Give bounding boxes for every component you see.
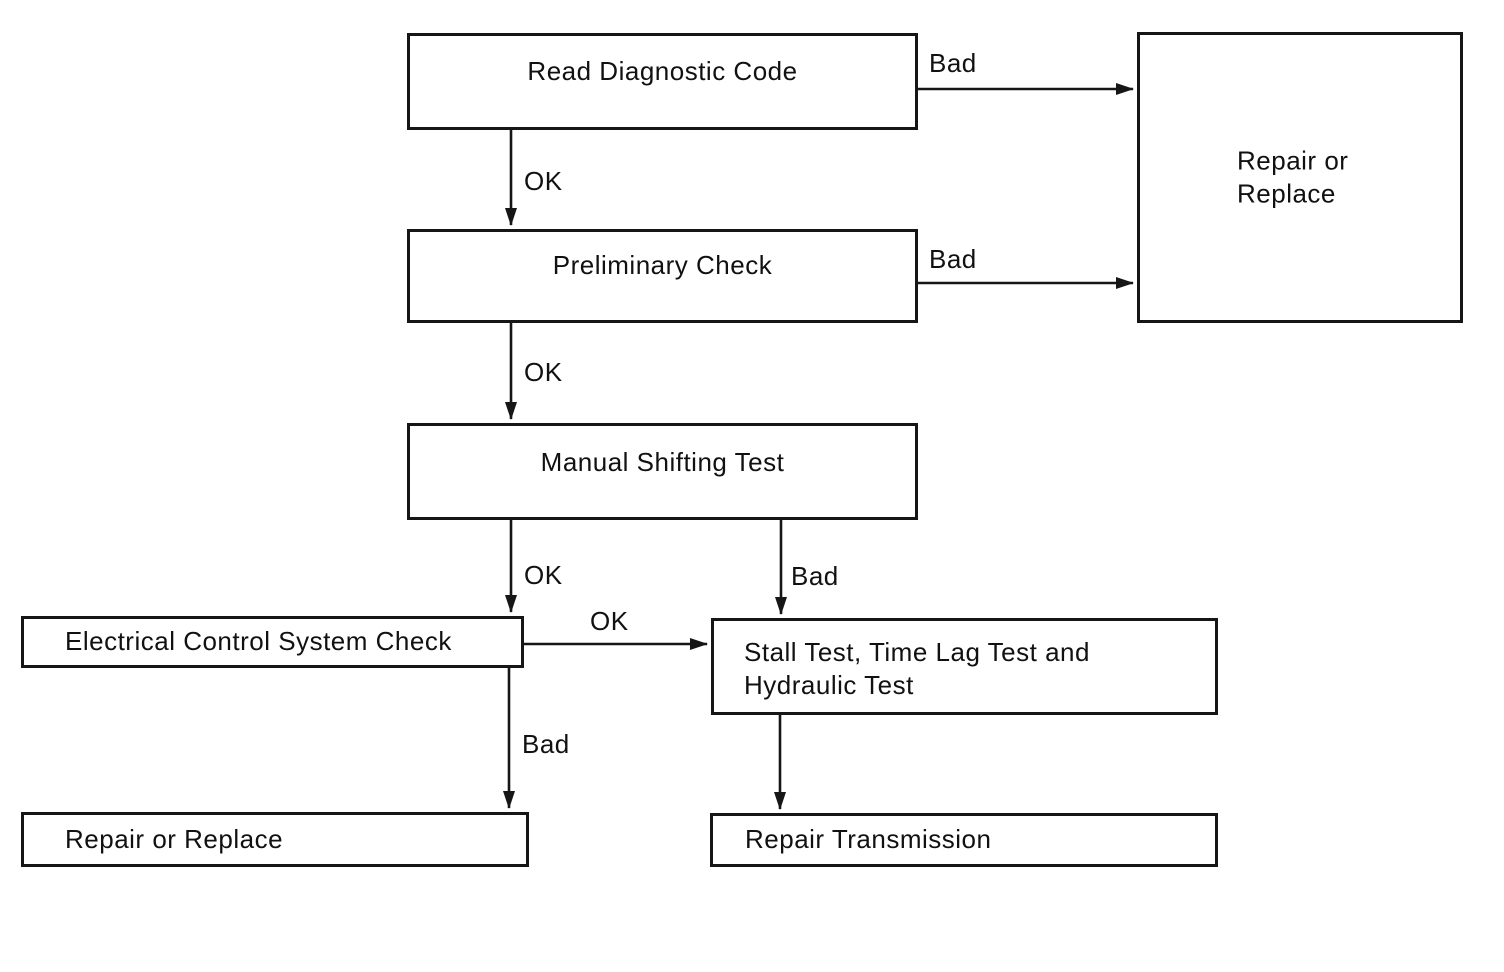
edge-label-bad: Bad [929, 244, 977, 274]
node-read-diagnostic-code: Read Diagnostic Code [407, 33, 918, 130]
node-label: Preliminary Check [552, 250, 773, 280]
node-label: Repair or Replace [65, 823, 284, 854]
edge-label-ok: OK [590, 606, 629, 636]
node-electrical-control-system-check: Electrical Control System Check [21, 616, 524, 668]
node-label: Repair Transmission [745, 824, 992, 855]
node-repair-transmission: Repair Transmission [710, 813, 1218, 867]
edge-label-bad: Bad [522, 729, 570, 759]
node-preliminary-check: Preliminary Check [407, 229, 918, 323]
node-stall-test-time-lag-hydraulic-test: Stall Test, Time Lag Test and Hydraulic … [711, 618, 1218, 715]
node-label: Stall Test, Time Lag Test and Hydraulic … [744, 637, 1090, 701]
node-repair-or-replace: Repair or Replace [21, 812, 529, 867]
node-label: Electrical Control System Check [65, 626, 452, 657]
edge-label-ok: OK [524, 166, 563, 196]
node-label: Manual Shifting Test [540, 447, 785, 477]
edge-label-ok: OK [524, 560, 563, 590]
node-label: Repair or Replace [1237, 145, 1349, 209]
edge-label-bad: Bad [791, 561, 839, 591]
node-manual-shifting-test: Manual Shifting Test [407, 423, 918, 520]
node-repair-or-replace: Repair or Replace [1137, 32, 1463, 323]
node-label: Read Diagnostic Code [527, 56, 798, 86]
edge-label-bad: Bad [929, 48, 977, 78]
edge-label-ok: OK [524, 357, 563, 387]
